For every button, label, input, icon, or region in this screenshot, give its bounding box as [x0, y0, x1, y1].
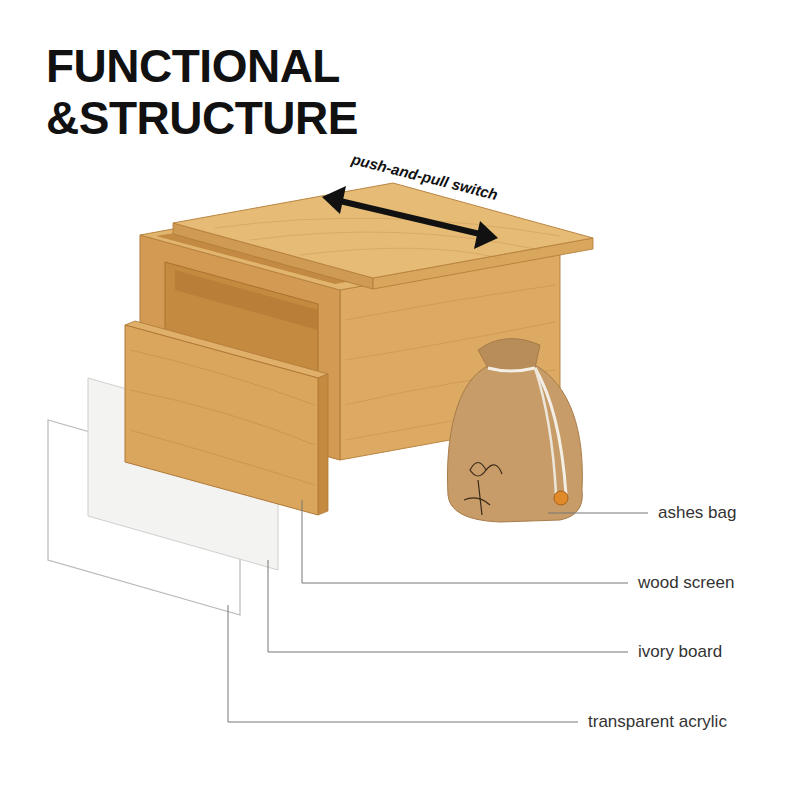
- window-shadow: [175, 270, 318, 330]
- title: FUNCTIONAL &STRUCTURE: [46, 40, 376, 144]
- bead: [554, 491, 568, 505]
- leader-lines: [228, 500, 648, 722]
- bag-neck: [478, 339, 540, 372]
- arrow-head: [474, 221, 498, 249]
- lotus-print: [464, 463, 502, 516]
- callout-label: ashes bag: [658, 502, 736, 524]
- wood-screen: [125, 325, 318, 515]
- drawstring: [488, 368, 535, 371]
- wood-grain: [215, 218, 560, 258]
- callout-label: wood screen: [638, 572, 734, 594]
- drawstring: [535, 368, 556, 494]
- arrow-head: [322, 186, 346, 214]
- callout-label: transparent acrylic: [588, 711, 727, 733]
- screen-edge: [318, 374, 328, 515]
- sliding-lid: [173, 183, 593, 278]
- drawstring: [535, 368, 566, 494]
- ashes-bag: [447, 365, 582, 522]
- wood-grain: [130, 350, 315, 485]
- double-arrow: [340, 201, 480, 234]
- callout-label: ivory board: [638, 641, 722, 663]
